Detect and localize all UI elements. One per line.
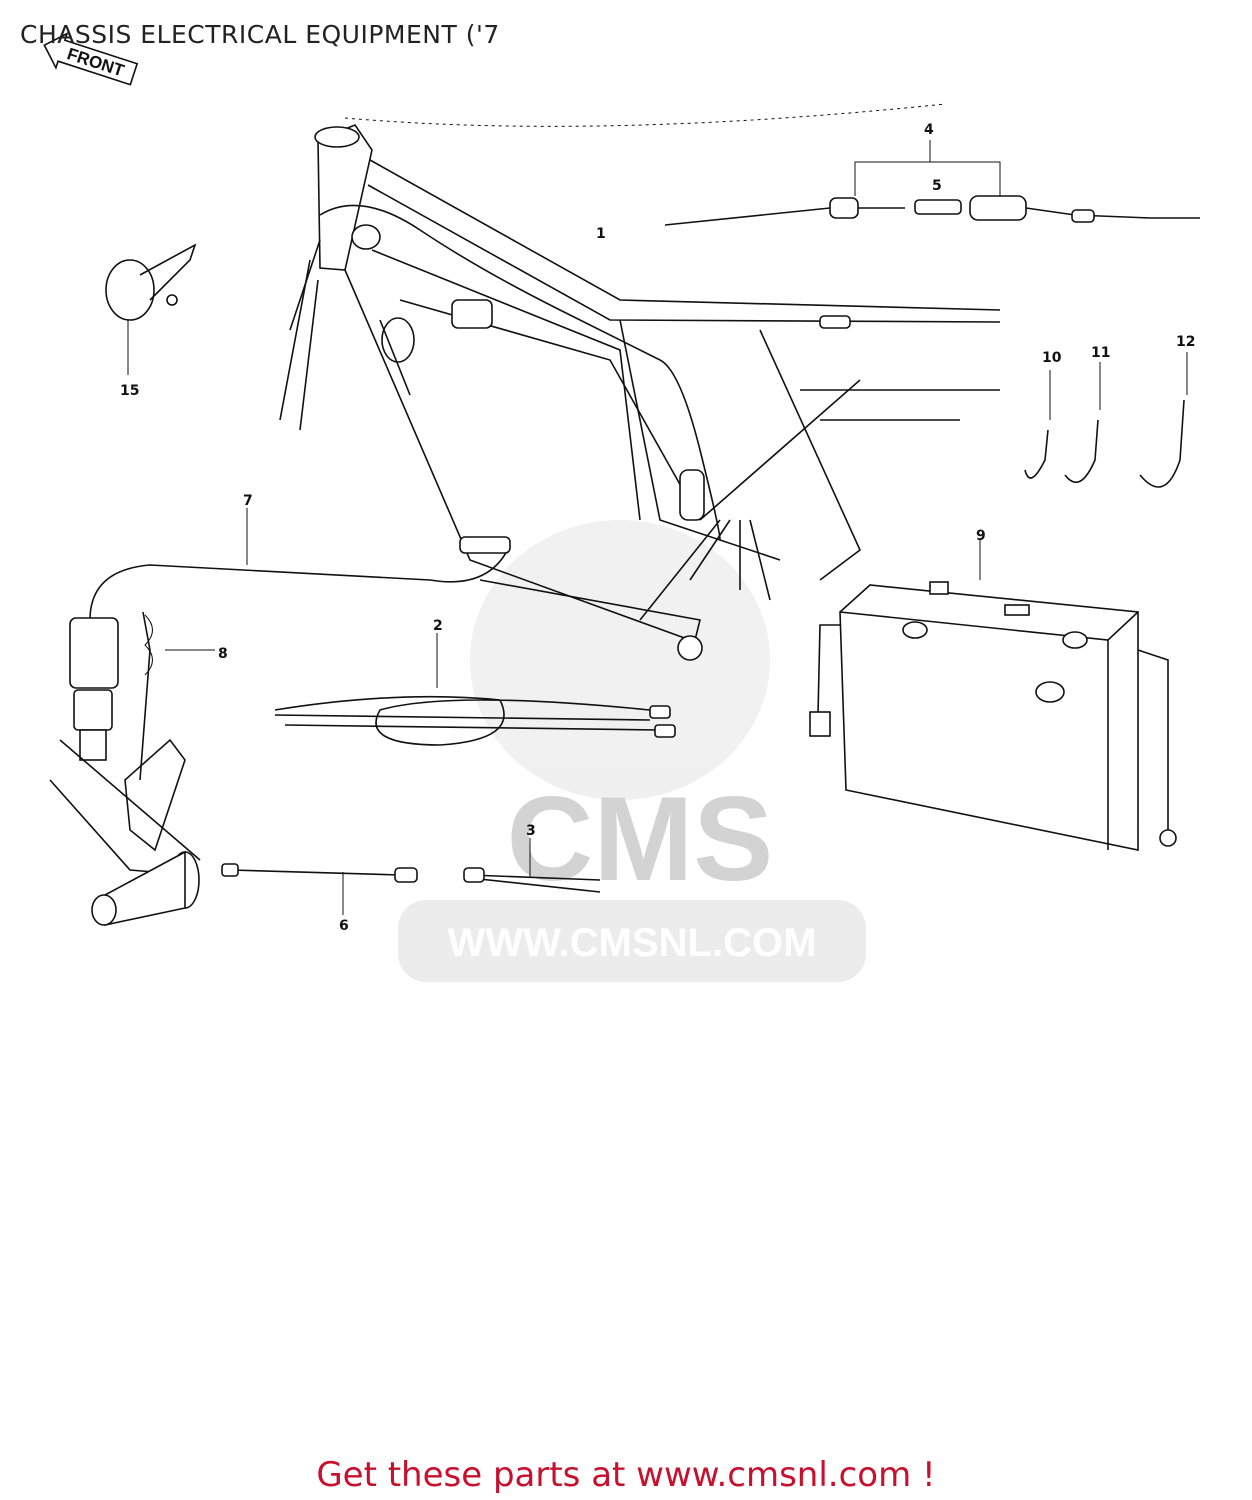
wiring-harness	[279, 204, 851, 621]
callout-5: 5	[932, 178, 942, 194]
callout-12: 12	[1176, 334, 1195, 350]
lead-wire-3	[463, 838, 601, 893]
callout-1: 1	[596, 226, 606, 242]
callout-6: 6	[339, 918, 349, 934]
watermark-logo: CMS	[507, 772, 774, 906]
callout-2: 2	[433, 618, 443, 634]
watermark-url: WWW.CMSNL.COM	[448, 921, 817, 965]
horn	[105, 243, 197, 375]
brake-switch	[49, 611, 215, 926]
cmsnl-watermark: CMS WWW.CMSNL.COM	[398, 520, 866, 982]
frame	[314, 124, 1001, 661]
callout-9: 9	[976, 528, 986, 544]
callout-10: 10	[1042, 350, 1062, 366]
clamp-hooks	[1024, 352, 1188, 488]
callout-15: 15	[120, 383, 139, 399]
battery	[809, 540, 1177, 851]
lead-wire-6	[221, 863, 418, 915]
callout-7: 7	[243, 493, 253, 509]
callout-8: 8	[218, 646, 228, 662]
switch-cable	[664, 140, 1200, 226]
callout-4: 4	[924, 122, 934, 138]
sub-harness	[274, 633, 676, 746]
callout-labels: 1 2 3 4 5 6 7 8 9 10 11 12 15	[120, 122, 1195, 934]
callout-11: 11	[1091, 345, 1110, 361]
stop-switch-wire	[89, 508, 511, 621]
footer-link[interactable]: Get these parts at www.cmsnl.com !	[316, 1455, 936, 1495]
callout-3: 3	[526, 823, 536, 839]
tank-outline	[344, 103, 946, 127]
page-title: CHASSIS ELECTRICAL EQUIPMENT ('7	[20, 20, 500, 49]
